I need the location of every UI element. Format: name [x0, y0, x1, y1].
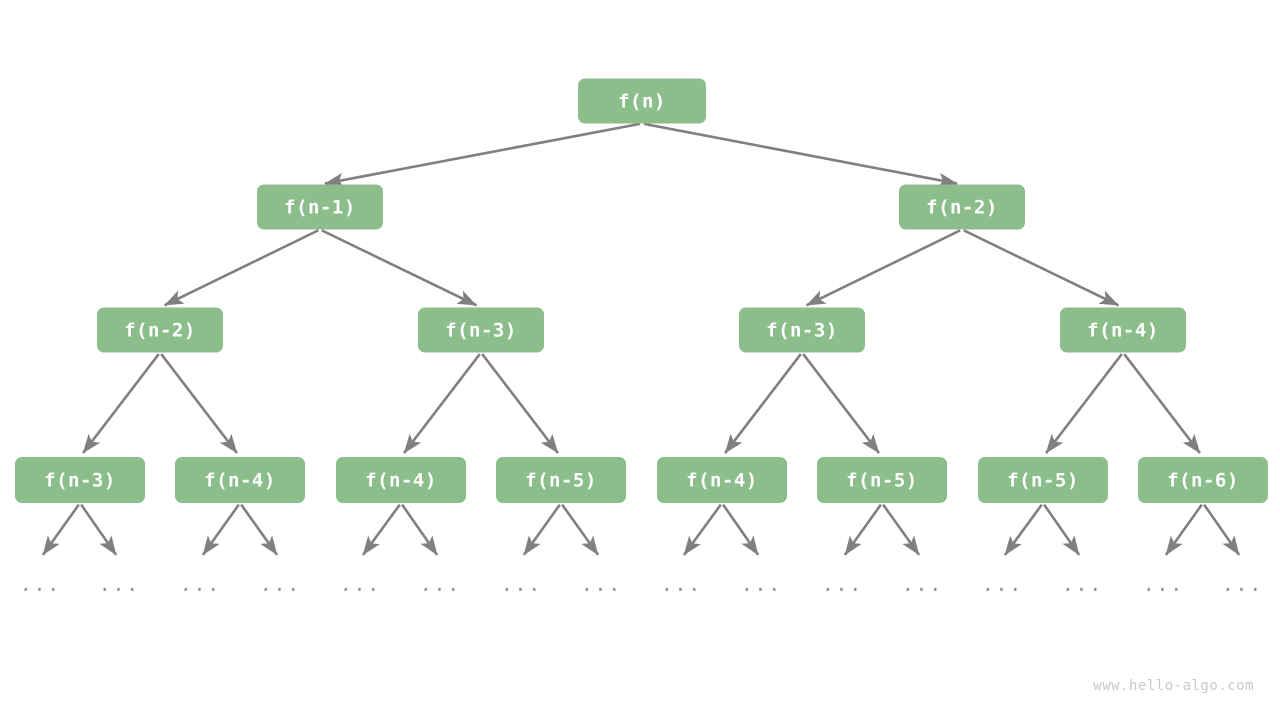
- tree-node-label: f(n-4): [204, 470, 276, 492]
- ellipsis-label: ...: [822, 572, 863, 596]
- tree-node-label: f(n-2): [926, 197, 998, 219]
- ellipsis-label: ...: [1143, 572, 1184, 596]
- tree-edge-stub: [1043, 503, 1081, 556]
- ellipsis-label: ...: [260, 572, 301, 596]
- ellipsis-label: ...: [902, 572, 943, 596]
- tree-edge-stub: [240, 503, 279, 556]
- tree-node-label: f(n): [618, 91, 666, 113]
- tree-node: f(n-5): [817, 457, 947, 503]
- tree-node-box: [978, 457, 1108, 503]
- tree-edge: [160, 353, 238, 454]
- tree-node-label: f(n-6): [1167, 470, 1239, 492]
- tree-edge-stub: [522, 503, 561, 556]
- tree-edge: [324, 122, 641, 188]
- tree-node-label: f(n-4): [365, 470, 437, 492]
- tree-node-box: [418, 307, 544, 353]
- tree-node-label: f(n-4): [1087, 320, 1159, 342]
- edges-layer: [82, 122, 1201, 454]
- tree-edge: [805, 229, 961, 307]
- tree-node: f(n-2): [97, 307, 223, 353]
- tree-edge: [82, 353, 160, 454]
- ellipsis-label: ...: [982, 572, 1023, 596]
- tree-node: f(n-1): [257, 184, 383, 230]
- tree-node: f(n-5): [496, 457, 626, 503]
- tree-edge-stub: [1203, 503, 1241, 556]
- tree-node: f(n-5): [978, 457, 1108, 503]
- tree-node: f(n-4): [175, 457, 305, 503]
- tree-node-box: [739, 307, 865, 353]
- tree-edge: [1045, 353, 1123, 454]
- tree-edge: [321, 229, 478, 307]
- tree-edge: [802, 353, 880, 454]
- tree-node-label: f(n-5): [1007, 470, 1079, 492]
- tree-node-box: [175, 457, 305, 503]
- ellipsis-label: ...: [20, 572, 61, 596]
- tree-edge-stub: [361, 503, 401, 556]
- tree-node: f(n-4): [1060, 307, 1186, 353]
- ellipsis-label: ...: [1062, 572, 1103, 596]
- tree-node-label: f(n-2): [124, 320, 196, 342]
- tree-node: f(n-4): [336, 457, 466, 503]
- tree-node-label: f(n-3): [445, 320, 517, 342]
- tree-node-box: [496, 457, 626, 503]
- tree-node-box: [817, 457, 947, 503]
- tree-node-box: [15, 457, 145, 503]
- ellipsis-label: ...: [501, 572, 542, 596]
- watermark-label: www.hello-algo.com: [1093, 678, 1254, 694]
- tree-node: f(n-2): [899, 184, 1025, 230]
- tree-edge-stub: [201, 503, 240, 556]
- tree-edge: [643, 122, 958, 188]
- tree-node: f(n-6): [1138, 457, 1268, 503]
- tree-edge: [1123, 353, 1201, 454]
- ellipsis-label: ...: [741, 572, 782, 596]
- tree-node-box: [97, 307, 223, 353]
- tree-edge-stub: [401, 503, 439, 556]
- tree-node-box: [657, 457, 787, 503]
- tree-edge-stub: [80, 503, 118, 556]
- tree-edge-stub: [41, 503, 80, 556]
- tree-node: f(n-3): [418, 307, 544, 353]
- tree-edge-stub: [561, 503, 600, 556]
- ellipsis-label: ...: [99, 572, 140, 596]
- ellipsis-label: ...: [340, 572, 381, 596]
- tree-edge-stub: [722, 503, 760, 556]
- tree-edge-stub: [1003, 503, 1043, 556]
- ellipsis-label: ...: [420, 572, 461, 596]
- tree-node-box: [899, 184, 1025, 230]
- tree-node-box: [336, 457, 466, 503]
- tree-edge: [963, 229, 1120, 307]
- ellipses-layer: ........................................…: [20, 572, 1263, 596]
- tree-edge: [724, 353, 802, 454]
- ellipsis-label: ...: [1222, 572, 1263, 596]
- tree-node: f(n-4): [657, 457, 787, 503]
- leaf-stub-edges-layer: [41, 503, 1241, 556]
- tree-node: f(n-3): [739, 307, 865, 353]
- tree-node-label: f(n-3): [766, 320, 838, 342]
- tree-edge: [481, 353, 559, 454]
- tree-edge-stub: [682, 503, 722, 556]
- tree-node-box: [1138, 457, 1268, 503]
- ellipsis-label: ...: [661, 572, 702, 596]
- nodes-layer: f(n) f(n-1) f(n-2) f(n-2) f(n-3) f(n-3) f(n-4)…: [15, 78, 1268, 503]
- tree-edge: [163, 229, 319, 307]
- tree-edge-stub: [882, 503, 921, 556]
- tree-edge-stub: [843, 503, 882, 556]
- tree-node: f(n): [578, 78, 706, 124]
- tree-edge: [403, 353, 481, 454]
- tree-node-label: f(n-5): [846, 470, 918, 492]
- tree-edge-stub: [1164, 503, 1203, 556]
- ellipsis-label: ...: [180, 572, 221, 596]
- tree-node-box: [578, 78, 706, 124]
- tree-node-label: f(n-5): [525, 470, 597, 492]
- tree-node: f(n-3): [15, 457, 145, 503]
- ellipsis-label: ...: [581, 572, 622, 596]
- tree-node-label: f(n-3): [44, 470, 116, 492]
- tree-node-label: f(n-1): [284, 197, 356, 219]
- tree-node-box: [257, 184, 383, 230]
- tree-node-label: f(n-4): [686, 470, 758, 492]
- tree-node-box: [1060, 307, 1186, 353]
